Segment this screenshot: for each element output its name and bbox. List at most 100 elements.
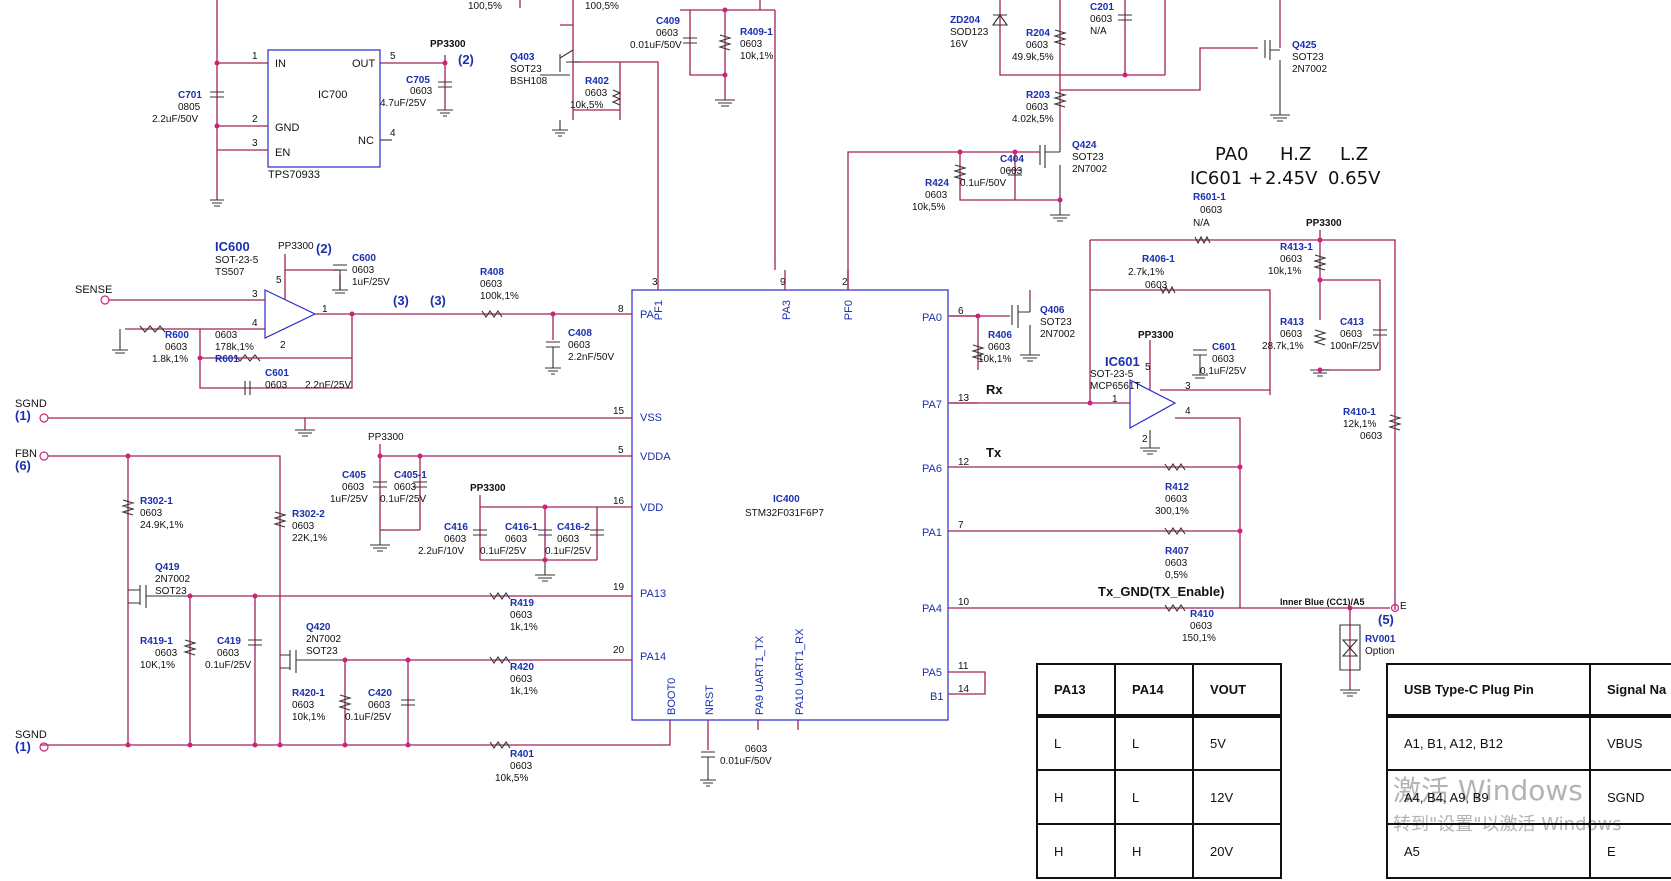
rx-label: Rx	[986, 382, 1003, 397]
r413-pkg: 0603	[1280, 329, 1303, 340]
usb-cell: SGND	[1589, 769, 1671, 825]
net3-a: (3)	[393, 293, 409, 308]
c404-val: 0.1uF/50V	[960, 178, 1006, 189]
ic400-pin-vdd: VDD	[640, 502, 663, 514]
r204-ref: R204	[1026, 28, 1050, 39]
c601b-val: 0.1uF/25V	[1200, 366, 1246, 377]
usb-cell: A4, B4, A9, B9	[1386, 769, 1591, 825]
c405-1-ref: C405-1	[394, 470, 427, 481]
r412-pkg: 0603	[1165, 494, 1188, 505]
c420-ref: C420	[368, 688, 392, 699]
vout-cell: L	[1036, 715, 1116, 771]
ic601-pin1: 1	[1112, 394, 1118, 405]
r413-ref: R413	[1280, 317, 1304, 328]
ic400-pinnum-9: 9	[780, 277, 786, 288]
q425-ref: Q425	[1292, 40, 1317, 51]
ic600-pin1: 1	[322, 304, 328, 315]
ic400-pinnum-5: 5	[618, 445, 624, 456]
r302-1-ref: R302-1	[140, 496, 173, 507]
zd204-pkg: SOD123	[950, 27, 989, 38]
c419-val: 0.1uF/25V	[205, 660, 251, 671]
r424-pkg: 0603	[925, 190, 948, 201]
r413-1-ref: R413-1	[1280, 242, 1313, 253]
q406-ref: Q406	[1040, 305, 1065, 316]
r410-val: 150,1%	[1182, 633, 1216, 644]
r408-ref: R408	[480, 267, 504, 278]
ic400-pinnum-13: 13	[958, 393, 970, 404]
r406-1-ref: R406-1	[1142, 254, 1175, 265]
power-and-fb-block: SGND (1) FBN (6) SGND (1) R302-1 0603 24…	[15, 398, 632, 784]
ic600-pkg: SOT-23-5	[215, 255, 259, 266]
ic400-pinnum-14: 14	[958, 684, 970, 695]
c701-ref: C701	[178, 90, 202, 101]
table-row: H H 20V	[1036, 823, 1282, 879]
q406-pkg: SOT23	[1040, 317, 1072, 328]
c201-val: N/A	[1090, 26, 1107, 37]
ic600-pp: PP3300	[278, 241, 314, 252]
c600-ref: C600	[352, 253, 376, 264]
top-pct-1: 100,5%	[468, 1, 502, 12]
r204-pkg: 0603	[1026, 40, 1049, 51]
r406-pkg: 0603	[988, 342, 1011, 353]
r413-1-pkg: 0603	[1280, 254, 1303, 265]
pp3300-right-label: PP3300	[1306, 218, 1342, 229]
c413-ref: C413	[1340, 317, 1364, 328]
r600-pkg: 0603	[165, 342, 188, 353]
ic700-pinnum-3: 3	[252, 138, 258, 149]
q420-ref: Q420	[306, 622, 331, 633]
ic400-pinnum-7: 7	[958, 520, 964, 531]
net3-b: (3)	[430, 293, 446, 308]
inner-blue-e: E	[1400, 601, 1407, 612]
c405-1-val: 0.1uF/25V	[380, 494, 426, 505]
ic700-pinnum-5: 5	[390, 51, 396, 62]
pa0-note: PA0 H.Z L.Z IC601 + 2.45V 0.65V	[1190, 144, 1381, 189]
c409-val: 0.01uF/50V	[630, 40, 682, 51]
ic400-pin-pa4: PA4	[922, 603, 942, 615]
ic400-pin-pa8: PA	[640, 309, 655, 321]
pa0-note-col3: L.Z	[1340, 144, 1368, 165]
c416-1-ref: C416-1	[505, 522, 538, 533]
rv001-val: Option	[1365, 646, 1394, 657]
ic400-pinnum-12: 12	[958, 457, 970, 468]
c416-pkg: 0603	[444, 534, 467, 545]
c705-val: 4.7uF/25V	[380, 98, 426, 109]
c701-pkg: 0805	[178, 102, 201, 113]
r419-1-val: 10K,1%	[140, 660, 175, 671]
pa0-note-row: IC601 +	[1190, 168, 1263, 189]
ic400-pin-nrst: NRST	[704, 685, 716, 715]
r420-1-val: 10k,1%	[292, 712, 325, 723]
pa0-note-v1: 2.45V	[1265, 168, 1318, 189]
ic400-pin-pa9: PA9 UART1_TX	[754, 635, 766, 715]
nrst-cap-val: 0.01uF/50V	[720, 756, 772, 767]
ic400-pin-pa5: PA5	[922, 667, 942, 679]
ic601-part: MCP6561T	[1090, 381, 1141, 392]
r402-pkg: 0603	[585, 88, 608, 99]
vout-table-header: PA13 PA14 VOUT	[1036, 663, 1282, 718]
ic700-pin-nc: NC	[358, 135, 374, 147]
zd204-val: 16V	[950, 39, 968, 50]
r600-val: 1.8k,1%	[152, 354, 188, 365]
ic600-pin4: 4	[252, 318, 258, 329]
pp3300-top-num: (2)	[458, 52, 474, 67]
r302-2-pkg: 0603	[292, 521, 315, 532]
table-row: L L 5V	[1036, 715, 1282, 771]
c419-pkg: 0603	[217, 648, 240, 659]
r410-ref: R410	[1190, 609, 1214, 620]
r601-1-pkg: 0603	[1200, 205, 1223, 216]
ic400-ref: IC400	[773, 494, 800, 505]
r406-1-val: 2.7k,1%	[1128, 267, 1164, 278]
r419-1-pkg: 0603	[155, 648, 178, 659]
fbn-num: (6)	[15, 458, 31, 473]
r419-pkg: 0603	[510, 610, 533, 621]
q403-pkg: SOT23	[510, 64, 542, 75]
ic600-ref: IC600	[215, 239, 250, 254]
c420-val: 0.1uF/25V	[345, 712, 391, 723]
r410-1-pkg: 0603	[1360, 431, 1383, 442]
ic400-pinnum-20: 20	[613, 645, 625, 656]
vout-cell: H	[1036, 823, 1116, 879]
r410-1-val: 12k,1%	[1343, 419, 1376, 430]
ic700-pin-out: OUT	[352, 58, 376, 70]
vout-cell: H	[1036, 769, 1116, 825]
ic400-pin-vdda: VDDA	[640, 451, 671, 463]
usb-table: USB Type-C Plug Pin Signal Na A1, B1, A1…	[1386, 663, 1671, 879]
